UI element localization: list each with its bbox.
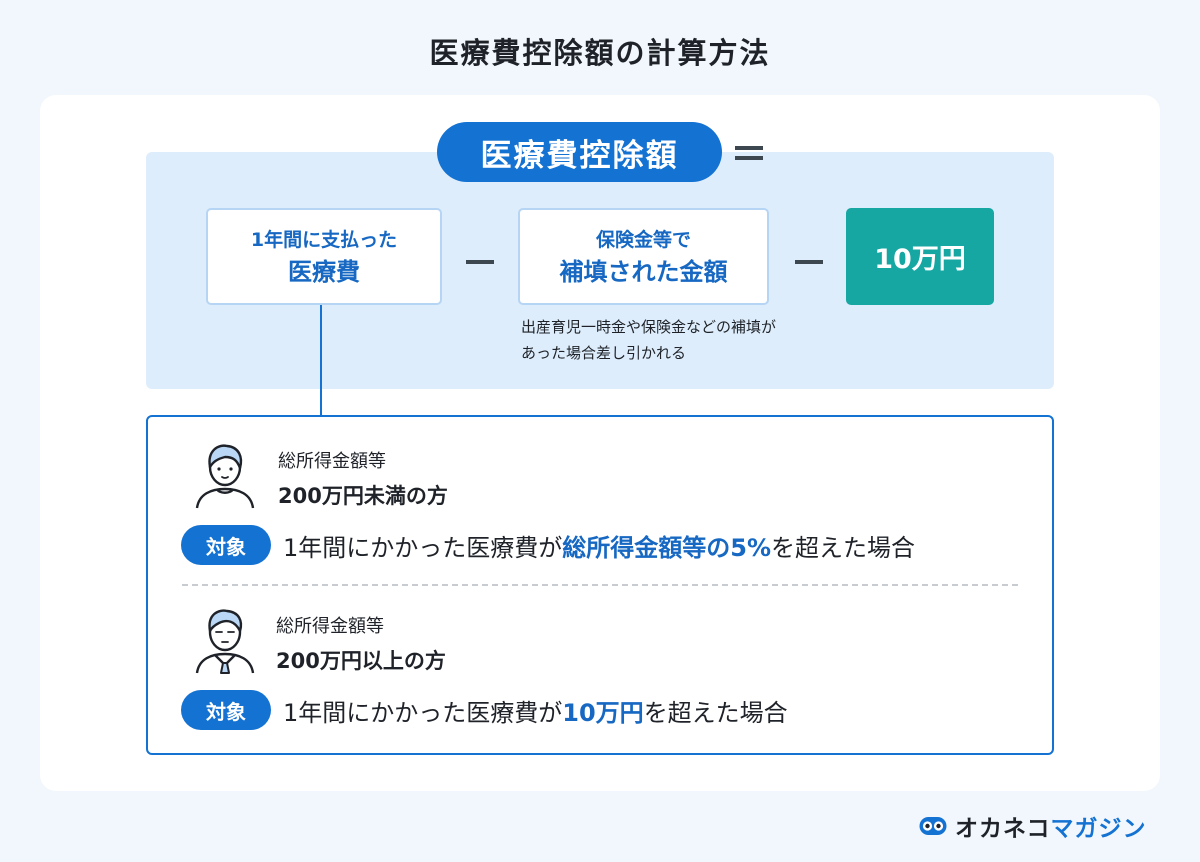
case-1-text-highlight: 総所得金額等の5% <box>562 534 772 562</box>
case-1-text-after: を超えた場合 <box>771 534 916 562</box>
brand-name-accent: マガジン <box>1050 816 1147 842</box>
target-badge: 対象 <box>181 525 271 565</box>
case-2-label-big: 200万円以上の方 <box>276 649 446 673</box>
case-2-target-text: 1年間にかかった医療費が10万円を超えた場合 <box>283 693 788 728</box>
term-compensation-line1: 保険金等で <box>595 228 691 251</box>
case-2-text-after: を超えた場合 <box>643 699 788 727</box>
term-medical-line2: 医療費 <box>288 257 360 286</box>
term-compensation: 保険金等で 補填された金額 <box>518 208 769 305</box>
page-title: 医療費控除額の計算方法 <box>429 36 771 70</box>
case-1-target-text: 1年間にかかった医療費が総所得金額等の5%を超えた場合 <box>283 528 915 563</box>
term-medical-expenses: 1年間に支払った 医療費 <box>206 208 442 305</box>
brand-name-main: オカネコ <box>955 816 1051 842</box>
term-fixed-amount: 10万円 <box>846 208 994 305</box>
case-2-text-before: 1年間にかかった医療費が <box>283 699 563 727</box>
businessman-icon <box>195 609 255 674</box>
term-medical-line1: 1年間に支払った <box>250 228 398 251</box>
okaneko-logo-icon <box>919 817 947 835</box>
dashed-divider <box>182 584 1018 586</box>
compensation-note: 出産育児一時金や保険金などの補填があった場合差し引かれる <box>521 318 777 362</box>
brand-name: オカネコマガジン <box>955 809 1147 843</box>
equals-sign <box>735 146 763 162</box>
person-icon <box>195 444 255 509</box>
minus-sign <box>466 260 494 264</box>
minus-sign <box>795 260 823 264</box>
case-1-label-big: 200万円未満の方 <box>278 484 448 508</box>
connector-line <box>320 305 322 416</box>
target-badge: 対象 <box>181 690 271 730</box>
case-1-text-before: 1年間にかかった医療費が <box>283 534 563 562</box>
case-2-text-highlight: 10万円 <box>562 699 644 727</box>
brand-logo: オカネコマガジン <box>919 810 1147 842</box>
formula-result-label: 医療費控除額 <box>437 122 722 182</box>
term-compensation-line2: 補填された金額 <box>559 257 728 286</box>
case-1-label-small: 総所得金額等 <box>278 451 386 472</box>
case-2-label-small: 総所得金額等 <box>276 616 384 637</box>
